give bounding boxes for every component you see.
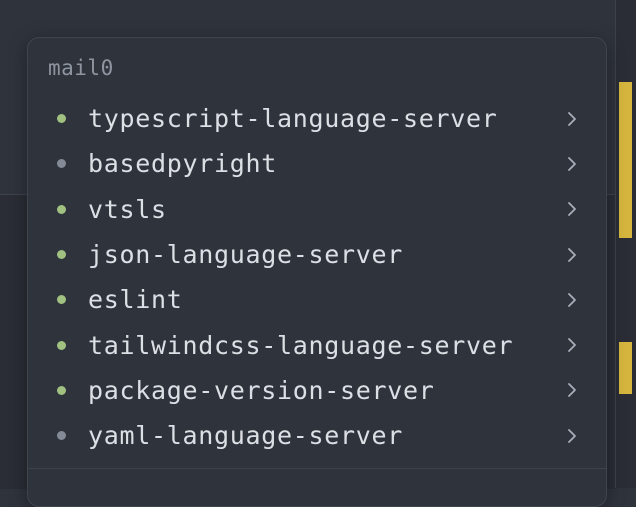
server-item-eslint[interactable]: eslint [28,277,606,322]
server-item-basedpyright[interactable]: basedpyright [28,141,606,186]
server-name: basedpyright [88,149,278,179]
status-dot-icon [57,385,66,395]
server-item-vtsls[interactable]: vtsls [28,187,606,232]
chevron-right-icon[interactable] [563,200,581,218]
chevron-right-icon[interactable] [563,427,581,445]
chevron-right-icon[interactable] [563,246,581,264]
scrollbar-marker [619,342,632,394]
language-server-list: typescript-language-server basedpyright … [28,96,606,458]
chevron-right-icon[interactable] [563,336,581,354]
server-name: tailwindcss-language-server [88,330,514,360]
language-servers-popup: mail0 typescript-language-server basedpy… [27,37,607,507]
scrollbar-track[interactable] [616,0,636,488]
chevron-right-icon[interactable] [563,291,581,309]
server-name: eslint [88,285,183,315]
status-dot-icon [57,340,66,350]
server-item-yaml-language-server[interactable]: yaml-language-server [28,413,606,458]
server-name: vtsls [88,194,167,224]
status-dot-icon [57,250,66,260]
popup-title: mail0 [48,56,114,80]
status-dot-icon [57,431,66,441]
status-dot-icon [57,114,66,124]
server-item-typescript-language-server[interactable]: typescript-language-server [28,96,606,141]
editor-divider [615,0,616,488]
server-item-package-version-server[interactable]: package-version-server [28,368,606,413]
server-item-tailwindcss-language-server[interactable]: tailwindcss-language-server [28,322,606,367]
status-dot-icon [57,159,66,169]
server-item-json-language-server[interactable]: json-language-server [28,232,606,277]
server-name: json-language-server [88,240,404,270]
chevron-right-icon[interactable] [563,110,581,128]
server-name: yaml-language-server [88,421,404,451]
server-name: package-version-server [88,375,435,405]
chevron-right-icon[interactable] [563,381,581,399]
server-name: typescript-language-server [88,104,498,134]
status-dot-icon [57,295,66,305]
status-dot-icon [57,204,66,214]
scrollbar-marker [619,82,632,238]
popup-divider [28,468,606,469]
chevron-right-icon[interactable] [563,155,581,173]
